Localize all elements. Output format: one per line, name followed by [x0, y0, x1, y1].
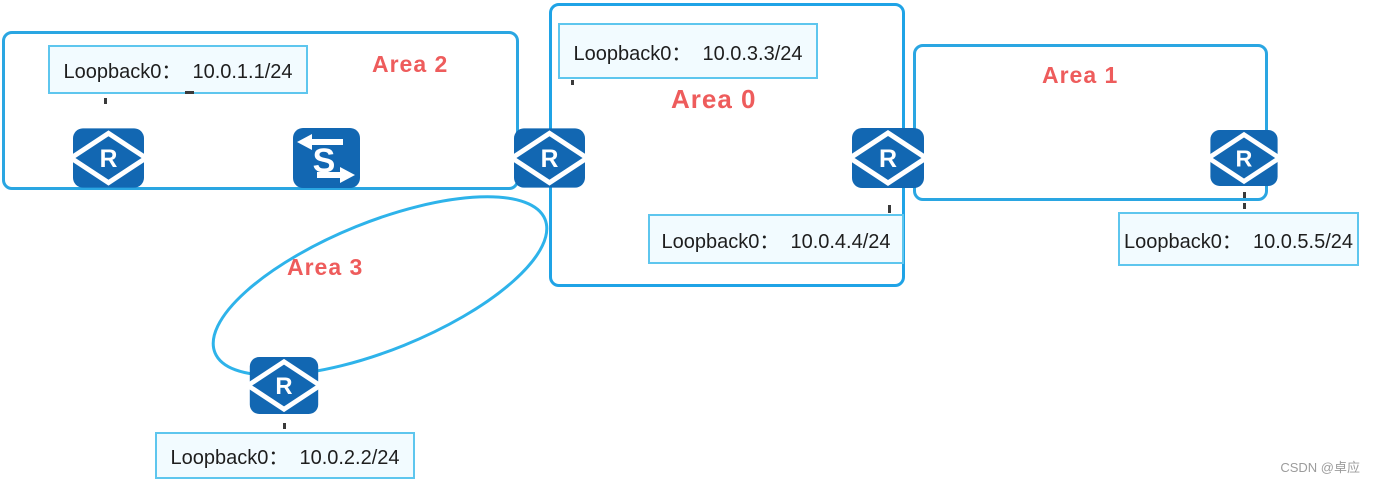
switch-icon: S: [293, 128, 360, 188]
router-icon: R: [1204, 130, 1284, 186]
loopback-label-r1: Loopback0： 10.0.1.1/24: [48, 45, 308, 94]
connector-dash: [888, 205, 891, 213]
area-1-boundary: [913, 44, 1268, 201]
router-icon: R: [243, 357, 325, 414]
area-2-boundary: [2, 31, 519, 190]
switch-letter: S: [313, 142, 336, 180]
watermark: CSDN @卓应: [1280, 460, 1360, 475]
loopback-label-r4: Loopback0： 10.0.4.4/24: [648, 214, 904, 264]
connector-dash: [1243, 203, 1246, 209]
router-icon: R: [507, 128, 592, 188]
connector-dash: [104, 98, 107, 104]
router-letter: R: [879, 145, 897, 173]
router-icon: R: [845, 128, 931, 188]
loopback-label-r3: Loopback0： 10.0.3.3/24: [558, 23, 818, 79]
connector-dash: [185, 91, 194, 94]
area-3-label: Area 3: [287, 254, 364, 280]
loopback-label-r5: Loopback0： 10.0.5.5/24: [1118, 212, 1359, 266]
router-letter: R: [100, 146, 118, 173]
router-letter: R: [541, 146, 559, 173]
connector-dash: [571, 80, 574, 85]
area-0-label: Area 0: [671, 84, 757, 114]
router-letter: R: [275, 373, 292, 400]
router-icon: R: [66, 128, 151, 188]
area-1-label: Area 1: [1042, 62, 1119, 88]
area-2-label: Area 2: [372, 51, 449, 77]
connector-dash: [1243, 192, 1246, 198]
loopback-label-r2: Loopback0： 10.0.2.2/24: [155, 432, 415, 479]
router-letter: R: [1236, 145, 1253, 171]
connector-dash: [283, 423, 286, 429]
